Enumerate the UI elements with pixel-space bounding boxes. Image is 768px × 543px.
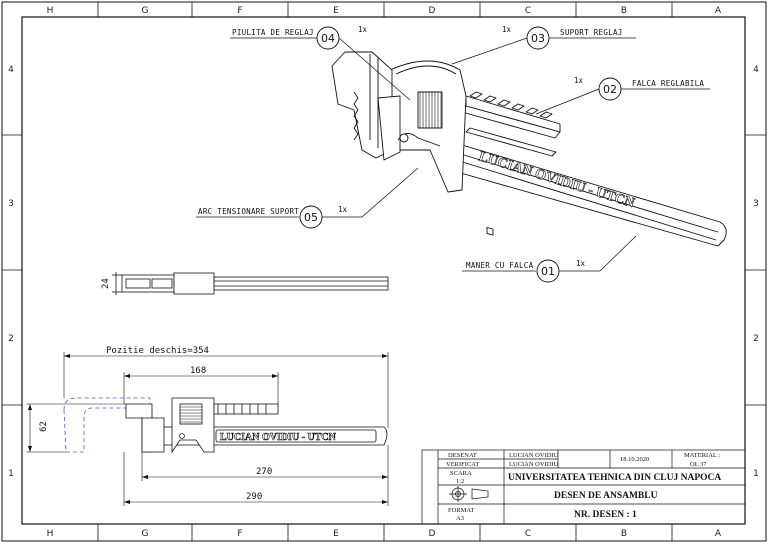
- right-row-labels: 4 3 2 1: [753, 65, 759, 479]
- balloon-number: 04: [321, 32, 335, 45]
- balloon-number: 05: [304, 211, 318, 224]
- callout-05: ARC TENSIONARE SUPORT 05 1x: [196, 167, 419, 229]
- col-label: H: [47, 529, 54, 539]
- dim-168: 168: [190, 366, 206, 376]
- col-label: E: [333, 529, 339, 539]
- callout-02: FALCA REGLABILA 02 1x: [535, 76, 710, 115]
- callout-label: MANER CU FALCA: [466, 261, 534, 270]
- col-label: A: [715, 529, 722, 539]
- desenat-name: LUCIAN OVIDIU: [509, 452, 559, 459]
- callout-label: FALCA REGLABILA: [632, 79, 704, 88]
- front-engraving: LUCIAN OVIDIU - UTCN: [220, 432, 337, 443]
- col-label: C: [525, 6, 531, 16]
- desenat-label: DESENAT: [448, 452, 477, 459]
- row-label: 1: [753, 469, 759, 479]
- scara-value: 1:2: [456, 478, 464, 485]
- row-label: 2: [8, 334, 14, 344]
- col-label: B: [621, 6, 627, 16]
- front-view: LUCIAN OVIDIU - UTCN: [63, 397, 388, 454]
- row-label: 2: [753, 334, 759, 344]
- quantity: 1x: [338, 205, 348, 214]
- callout-label: ARC TENSIONARE SUPORT: [198, 207, 299, 216]
- university-name: UNIVERSITATEA TEHNICA DIN CLUJ NAPOCA: [508, 473, 721, 483]
- material-label: MATERIAL :: [684, 452, 720, 459]
- col-label: F: [237, 529, 242, 539]
- row-label: 4: [753, 65, 759, 75]
- balloon-number: 01: [541, 265, 555, 278]
- callout-01: MANER CU FALCA 01 1x: [462, 235, 637, 283]
- dim-270: 270: [256, 467, 272, 477]
- balloon-number: 02: [603, 83, 617, 96]
- col-label: E: [333, 6, 339, 16]
- col-label: C: [525, 529, 531, 539]
- quantity: 1x: [576, 259, 586, 268]
- format-value: A3: [456, 515, 464, 522]
- quantity: 1x: [358, 25, 368, 34]
- handle-body: [449, 141, 727, 247]
- col-label: G: [142, 529, 149, 539]
- quantity: 1x: [502, 25, 512, 34]
- side-view: [112, 272, 389, 295]
- inner-frame: [21, 16, 746, 525]
- row-label: 3: [753, 199, 759, 209]
- front-dimension-lines: [26, 352, 389, 506]
- date: 18.10.2020: [620, 456, 649, 463]
- col-label: B: [621, 529, 627, 539]
- dim-side-height: 24: [101, 278, 111, 289]
- dim-290: 290: [246, 492, 262, 502]
- adjusting-nut: [417, 91, 443, 129]
- col-label: A: [715, 6, 722, 16]
- verificat-label: VERIFICAT: [446, 461, 479, 468]
- quantity: 1x: [574, 76, 584, 85]
- row-label: 3: [8, 199, 14, 209]
- title-block: [421, 449, 746, 525]
- col-label: D: [429, 6, 436, 16]
- isometric-wrench: LUCIAN OVIDIU - UTCN: [331, 51, 727, 247]
- col-label: F: [237, 6, 242, 16]
- row-label: 1: [8, 469, 14, 479]
- material-value: OL 37: [690, 461, 707, 468]
- scara-label: SCARA: [450, 470, 472, 477]
- row-label: 4: [8, 65, 14, 75]
- callout-label: SUPORT REGLAJ: [560, 28, 623, 37]
- bottom-column-labels: H G F E D C B A: [47, 529, 722, 539]
- drawing-number: NR. DESEN : 1: [574, 510, 637, 520]
- projection-symbol: [449, 486, 489, 502]
- col-label: H: [47, 6, 54, 16]
- balloon-number: 03: [531, 32, 545, 45]
- dim-open-position: Pozitie deschis=354: [106, 346, 209, 356]
- format-label: FORMAT: [448, 507, 474, 514]
- drawing-type: DESEN DE ANSAMBLU: [554, 491, 658, 501]
- top-column-labels: H G F E D C B A: [47, 6, 722, 16]
- col-label: G: [142, 6, 149, 16]
- dim-62: 62: [39, 421, 49, 432]
- left-row-labels: 4 3 2 1: [8, 65, 14, 479]
- callout-label: PIULITA DE REGLAJ: [232, 28, 314, 37]
- callout-04: PIULITA DE REGLAJ 04 1x: [230, 25, 411, 101]
- verificat-name: LUCIAN OVIDIU: [509, 461, 559, 468]
- callout-03: SUPORT REGLAJ 03 1x: [451, 25, 636, 65]
- dimension-arrows: [28, 354, 388, 504]
- col-label: D: [429, 529, 436, 539]
